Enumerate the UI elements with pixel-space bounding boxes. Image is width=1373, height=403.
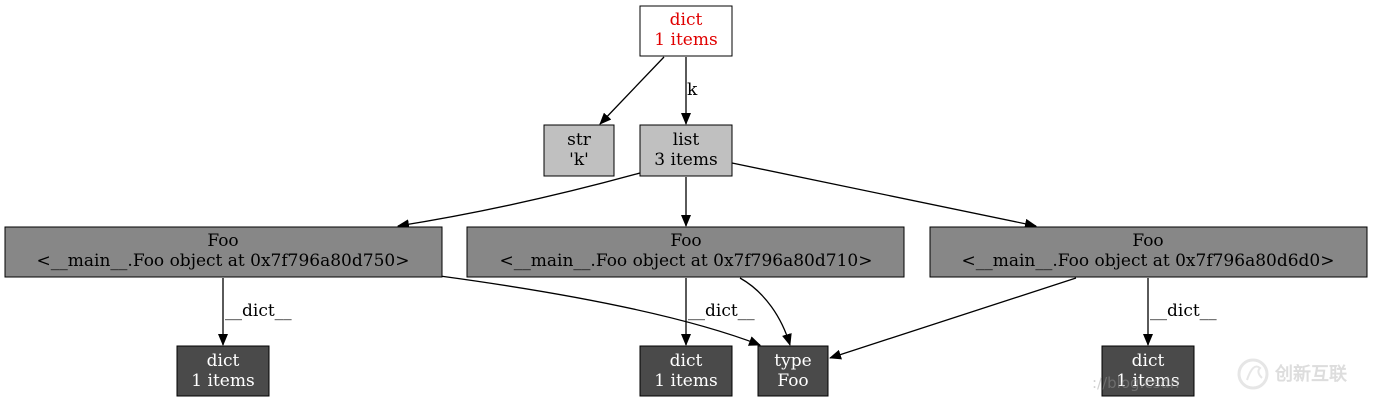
watermark-logo-flame-icon (1246, 365, 1263, 381)
node-root-dict-type: dict (670, 10, 703, 30)
node-dict-1-box (176, 345, 270, 397)
node-dict-3-type: dict (1132, 351, 1165, 371)
edge-foo1-to-type (439, 275, 761, 346)
edge-foo3-to-type (829, 277, 1077, 360)
node-dict-1-summary: 1 items (191, 371, 254, 391)
node-foo-2-box (466, 226, 905, 278)
node-dict-2-summary: 1 items (654, 371, 717, 391)
node-dict-2: dict 1 items (639, 345, 733, 397)
node-dict-2-box (639, 345, 733, 397)
node-dict-2-type: dict (670, 351, 703, 371)
watermark-url: ://blog.csdn (1092, 374, 1179, 392)
node-dict-3-summary: 1 items (1116, 371, 1179, 391)
node-root-dict-summary: 1 items (654, 30, 717, 50)
node-dict-3: dict 1 items (1101, 345, 1195, 397)
node-dict-1: dict 1 items (176, 345, 270, 397)
node-foo-1-box (4, 226, 443, 278)
edge-label-dict-2: __dict__ (688, 301, 755, 321)
node-foo-2: Foo <__main__.Foo object at 0x7f796a80d7… (466, 226, 905, 278)
node-foo-1-type: Foo (207, 231, 238, 251)
node-foo-1: Foo <__main__.Foo object at 0x7f796a80d7… (4, 226, 443, 278)
node-root-dict-box (639, 5, 733, 57)
node-foo-2-repr: <__main__.Foo object at 0x7f796a80d710> (500, 251, 873, 271)
node-type-foo-type: type (774, 351, 811, 371)
node-root-dict: dict 1 items (639, 5, 733, 57)
node-str-k-value: 'k' (569, 150, 589, 170)
node-foo-1-repr: <__main__.Foo object at 0x7f796a80d750> (37, 251, 410, 271)
watermark: ://blog.csdn 创新互联 (1092, 358, 1347, 392)
node-str-k-box (543, 124, 615, 177)
node-list-type: list (673, 130, 700, 150)
node-foo-2-type: Foo (670, 231, 701, 251)
node-dict-3-box (1101, 345, 1195, 397)
node-type-foo: type Foo (757, 345, 829, 397)
edge-foo2-to-type (739, 277, 792, 346)
node-str-k-type: str (567, 130, 592, 150)
node-list-summary: 3 items (654, 150, 717, 170)
edge-label-dict-1: __dict__ (225, 301, 292, 321)
watermark-logo (1237, 358, 1269, 390)
node-type-foo-name: Foo (777, 371, 808, 391)
edge-root-to-str (599, 56, 665, 125)
node-foo-3-type: Foo (1132, 231, 1163, 251)
node-list: list 3 items (639, 124, 733, 177)
node-dict-1-type: dict (207, 351, 240, 371)
watermark-logo-icon (1237, 358, 1269, 390)
node-list-box (639, 124, 733, 177)
edge-label-dict-3: __dict__ (1150, 301, 1217, 321)
edges (218, 56, 1153, 360)
edge-list-to-foo1 (397, 172, 641, 230)
watermark-brand: 创新互联 (1274, 363, 1347, 385)
node-type-foo-box (757, 345, 829, 397)
node-foo-3: Foo <__main__.Foo object at 0x7f796a80d6… (929, 226, 1368, 278)
node-foo-3-box (929, 226, 1368, 278)
node-foo-3-repr: <__main__.Foo object at 0x7f796a80d6d0> (962, 251, 1335, 271)
edge-list-to-foo3 (731, 162, 1037, 229)
edge-label-k: k (687, 80, 698, 100)
node-str-k: str 'k' (543, 124, 615, 177)
